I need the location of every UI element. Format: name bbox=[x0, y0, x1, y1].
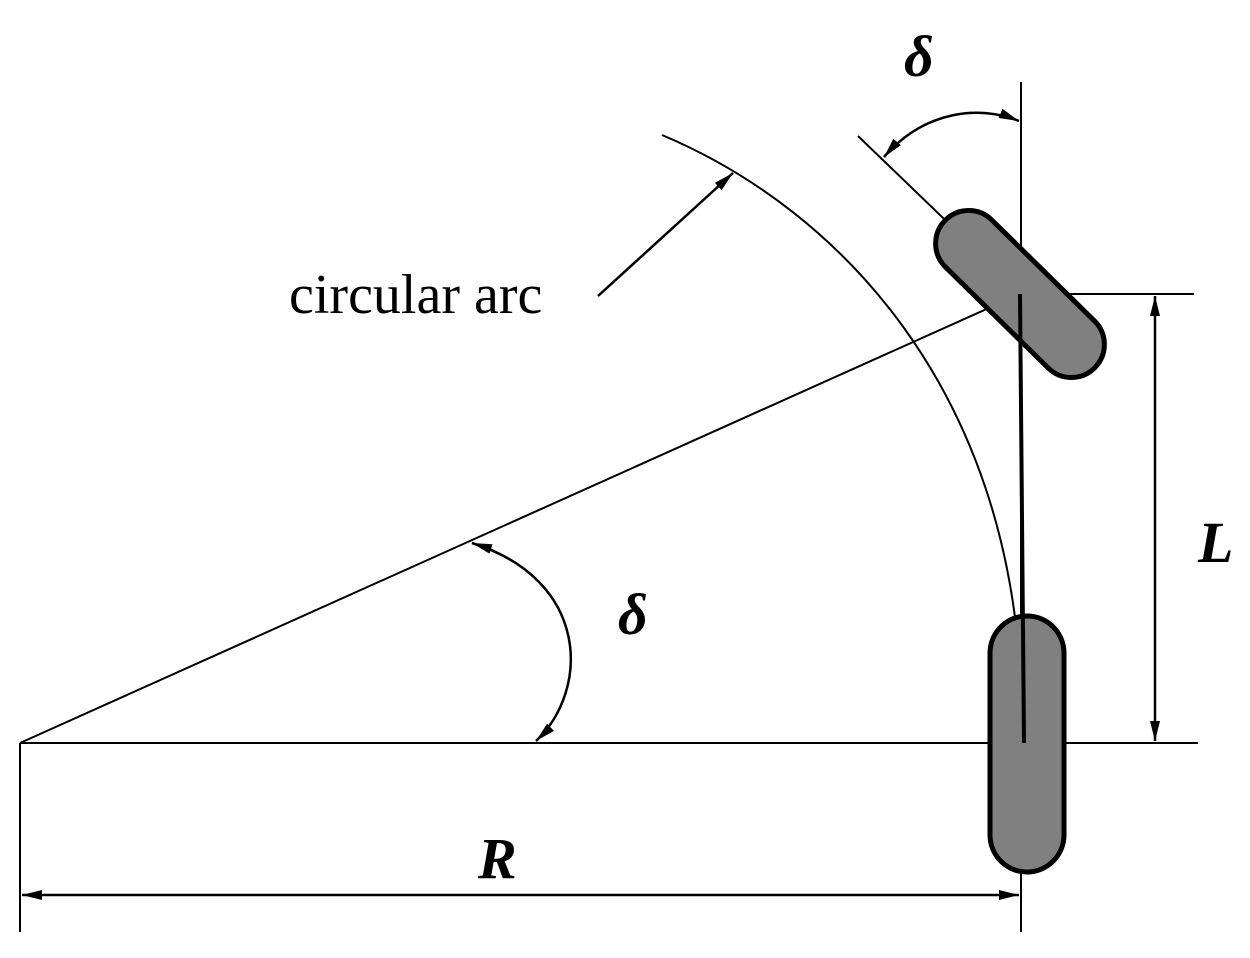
wheelbase-label: L bbox=[1197, 510, 1233, 575]
arc-callout-arrow bbox=[597, 172, 734, 297]
center-delta-label: δ bbox=[618, 582, 648, 647]
top-delta-label: δ bbox=[904, 24, 934, 89]
center-steer-angle-arrow bbox=[471, 541, 572, 742]
radius-label: R bbox=[477, 826, 517, 891]
arc-caption-label: circular arc bbox=[289, 264, 542, 326]
front-radius-line bbox=[19, 293, 1021, 744]
vehicle-body-line bbox=[1018, 293, 1026, 744]
top-steer-angle-arrow bbox=[883, 108, 1020, 158]
rear-wheel bbox=[987, 613, 1067, 875]
circular-arc bbox=[661, 134, 1022, 691]
